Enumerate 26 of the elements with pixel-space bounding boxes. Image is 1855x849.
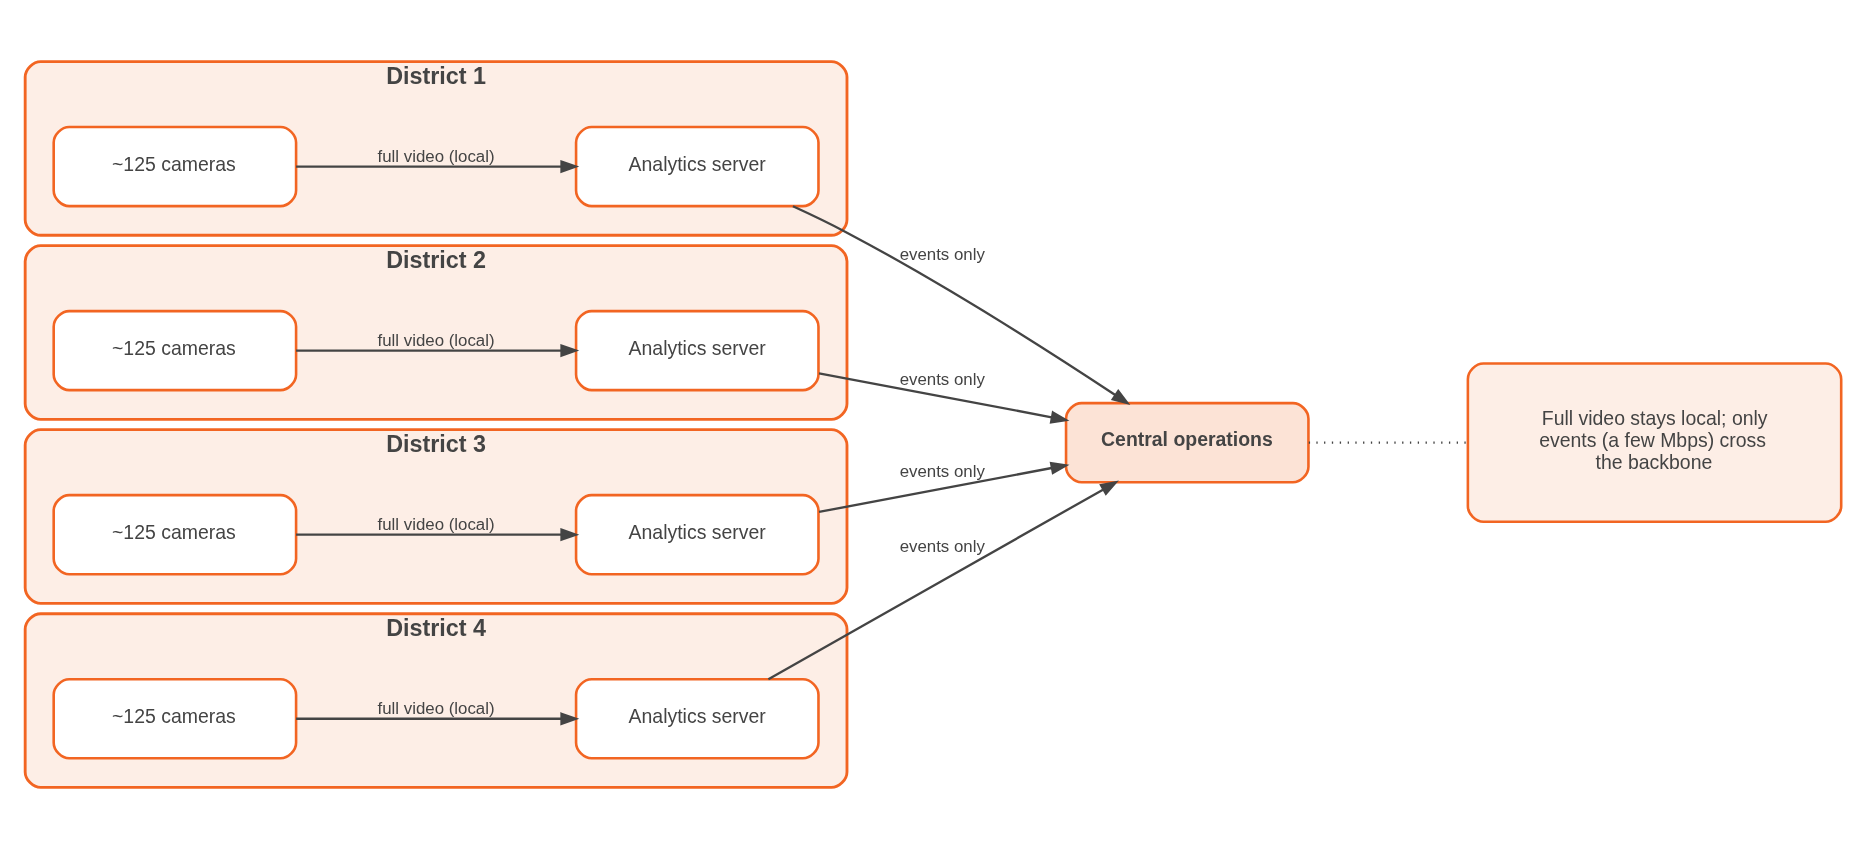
node-box: Analytics server <box>574 493 820 576</box>
arrow <box>767 480 1119 681</box>
edge-label: full video (local) <box>377 330 495 350</box>
node-box: Analytics server <box>574 677 820 760</box>
edge-label: events only <box>899 461 985 481</box>
node-box: ~125 cameras <box>51 493 297 576</box>
arrow <box>818 461 1069 514</box>
edge-label: events only <box>899 369 985 389</box>
node-box: Full video stays local; only events (a few Mbps) cross the backbone <box>1466 362 1842 523</box>
arrow <box>295 343 579 358</box>
connector <box>1308 441 1468 444</box>
edge-label: events only <box>899 537 985 557</box>
node-box: ~125 cameras <box>51 677 297 760</box>
edge-label: full video (local) <box>377 146 495 166</box>
arrow <box>295 528 579 542</box>
edge-label: events only <box>899 245 985 265</box>
node-box: ~125 cameras <box>51 125 297 208</box>
arrow <box>295 712 579 726</box>
node-box: Central operations <box>1064 401 1310 484</box>
arrow <box>818 372 1069 424</box>
edge-label: full video (local) <box>377 515 495 535</box>
node-box: ~125 cameras <box>51 309 297 392</box>
node-box: Analytics server <box>574 125 820 208</box>
edge-label: full video (local) <box>377 699 495 719</box>
node-box: Analytics server <box>574 309 820 392</box>
arrow <box>295 159 579 174</box>
